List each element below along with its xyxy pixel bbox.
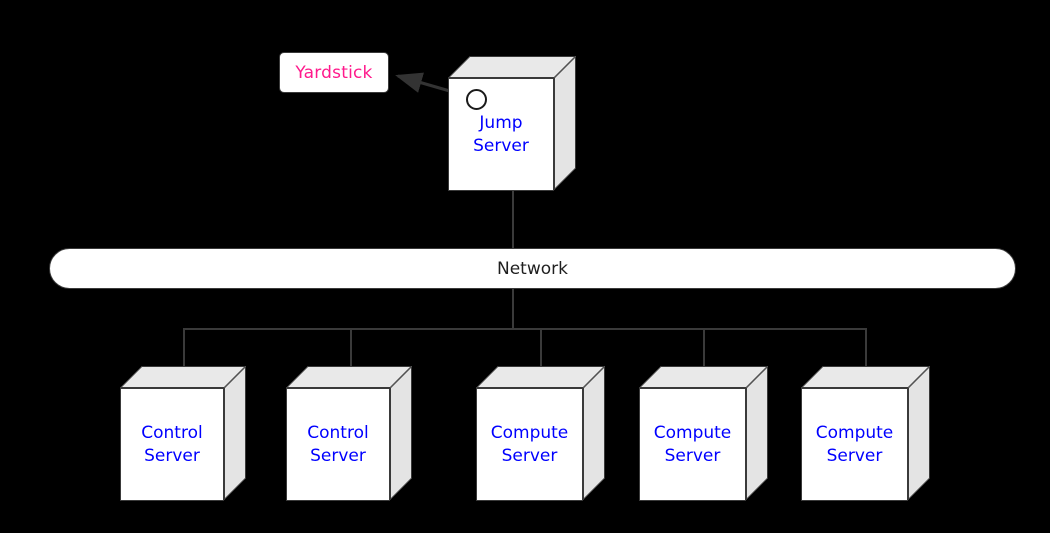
server-2-label: Control Server xyxy=(307,422,369,466)
network-bar[interactable]: Network xyxy=(49,248,1016,289)
server-4-right-face xyxy=(746,366,768,500)
connector-bus-to-server-4 xyxy=(703,328,705,369)
node-server-2[interactable]: Control Server xyxy=(286,366,412,502)
bus-horizontal-line xyxy=(183,328,866,330)
server-4-label: Compute Server xyxy=(653,422,732,466)
connector-bus-to-server-3 xyxy=(540,328,542,369)
lollipop-interface-icon xyxy=(466,89,487,110)
connector-network-to-bus xyxy=(512,288,514,329)
server-5-front-face: Compute Server xyxy=(801,388,908,501)
server-3-right-face xyxy=(583,366,605,500)
server-3-front-face: Compute Server xyxy=(476,388,583,501)
jump-server-front-face: Jump Server xyxy=(448,78,554,191)
connector-bus-to-server-2 xyxy=(350,328,352,369)
server-4-front-face: Compute Server xyxy=(639,388,746,501)
yardstick-callout-box[interactable]: Yardstick xyxy=(279,52,389,93)
server-1-label: Control Server xyxy=(141,422,203,466)
connector-jump-to-network xyxy=(512,190,514,249)
network-label: Network xyxy=(497,258,568,279)
server-2-front-face: Control Server xyxy=(286,388,390,501)
server-5-label: Compute Server xyxy=(815,422,894,466)
server-5-right-face xyxy=(908,366,930,500)
server-2-right-face xyxy=(390,366,412,500)
node-server-5[interactable]: Compute Server xyxy=(801,366,930,502)
server-1-front-face: Control Server xyxy=(120,388,224,501)
server-1-right-face xyxy=(224,366,246,500)
node-server-4[interactable]: Compute Server xyxy=(639,366,768,502)
connector-bus-to-server-1 xyxy=(183,328,185,369)
yardstick-label: Yardstick xyxy=(295,62,373,83)
connector-bus-to-server-5 xyxy=(865,328,867,369)
node-jump-server[interactable]: Jump Server xyxy=(448,56,576,192)
node-server-3[interactable]: Compute Server xyxy=(476,366,605,502)
jump-server-label: Jump Server xyxy=(473,112,529,156)
node-server-1[interactable]: Control Server xyxy=(120,366,246,502)
jump-server-right-face xyxy=(554,56,576,190)
server-3-label: Compute Server xyxy=(490,422,569,466)
